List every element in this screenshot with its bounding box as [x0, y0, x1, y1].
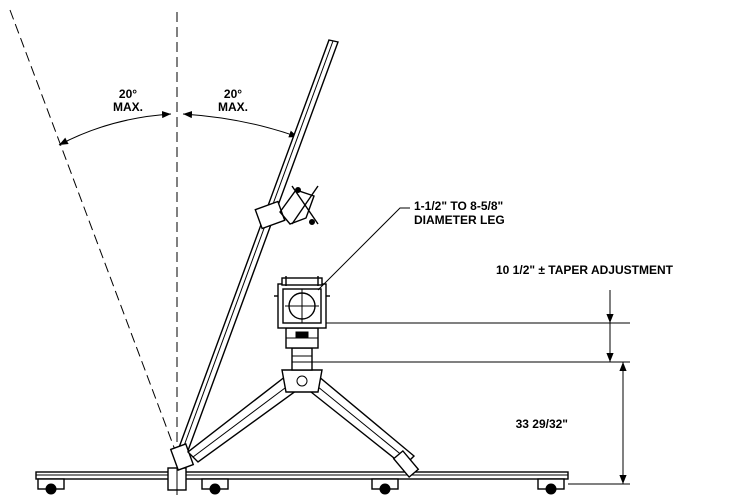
leg-diameter-leader — [317, 207, 410, 291]
base-rail — [35, 467, 569, 495]
right-angle-limit: MAX. — [218, 100, 248, 114]
mast-clamp — [254, 185, 319, 230]
tilted-centerline — [9, 9, 176, 451]
left-angle-limit: MAX. — [113, 100, 143, 114]
height-dimension-label: 33 29/32" — [516, 417, 568, 431]
left-angle-value: 20° — [119, 87, 137, 101]
tilted-mast — [169, 39, 339, 471]
annotation-labels: 20° MAX. 20° MAX. 1-1/2" TO 8-5/8" DIAME… — [113, 87, 674, 431]
leg-clamp-head — [274, 276, 330, 329]
leg-diameter-label-line1: 1-1/2" TO 8-5/8" — [414, 199, 503, 213]
tripod-legs — [186, 375, 420, 479]
right-angle-arc — [182, 110, 299, 138]
right-angle-value: 20° — [224, 87, 242, 101]
tripod-hub — [281, 327, 323, 393]
vertical-dimensions — [312, 290, 630, 485]
angle-dimensions — [58, 110, 299, 146]
left-angle-arc — [58, 110, 172, 146]
taper-adjustment-label: 10 1/2" ± TAPER ADJUSTMENT — [496, 263, 674, 277]
centerlines — [9, 9, 178, 451]
leg-diameter-label-line2: DIAMETER LEG — [414, 213, 505, 227]
